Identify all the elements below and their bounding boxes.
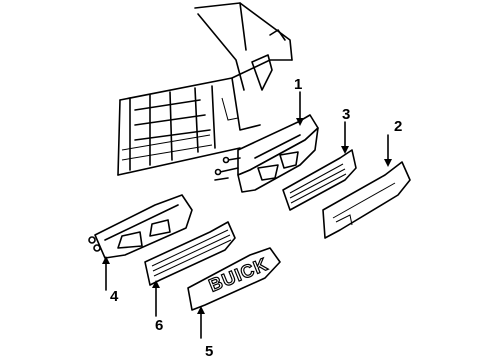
callout-6: 6 — [155, 317, 163, 334]
callout-5: 5 — [205, 343, 213, 360]
part-4-lamp-housing — [88, 194, 193, 259]
callout-4: 4 — [110, 288, 119, 305]
callout-2: 2 — [394, 118, 402, 135]
part-6-lens — [144, 221, 236, 286]
part-2-lens — [322, 161, 411, 239]
rear-body-panel — [117, 2, 293, 176]
callout-1: 1 — [294, 76, 302, 93]
part-1-tail-lamp-housing — [214, 114, 319, 193]
callout-3: 3 — [342, 106, 350, 123]
callout-leaders — [102, 91, 392, 339]
part-3-lens — [282, 149, 357, 211]
